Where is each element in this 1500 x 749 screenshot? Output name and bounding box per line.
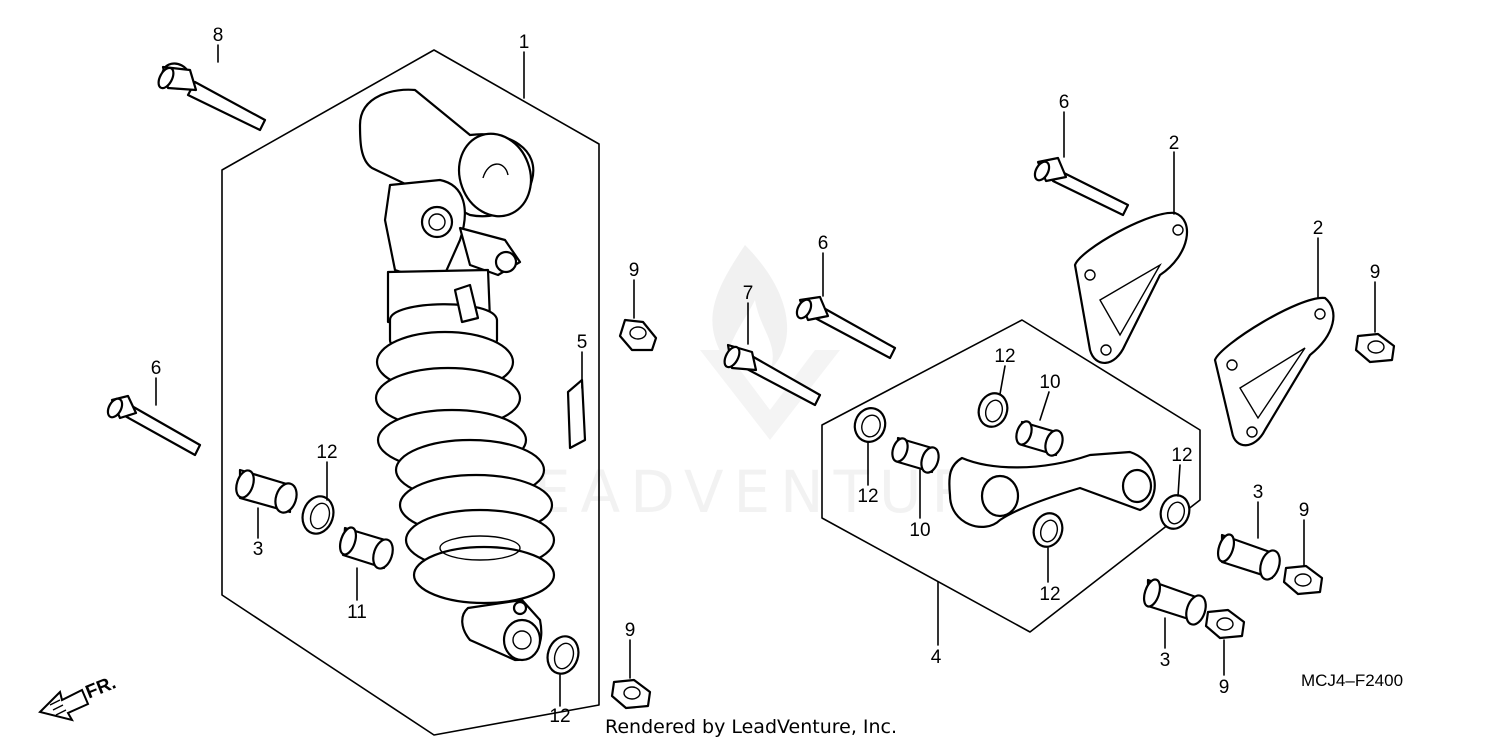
callout-12-lower: 12 bbox=[549, 706, 570, 727]
link-plate-2-lower bbox=[1213, 296, 1335, 447]
callout-11: 11 bbox=[347, 602, 367, 623]
collar-10-link-a bbox=[891, 436, 940, 474]
callout-6-left: 6 bbox=[151, 358, 162, 379]
bolt-6-right bbox=[1033, 156, 1130, 217]
callout-3-right-upper: 3 bbox=[1253, 482, 1264, 503]
callout-12-left: 12 bbox=[316, 442, 337, 463]
callout-3-right-lower: 3 bbox=[1160, 650, 1171, 671]
callout-9-right: 9 bbox=[1370, 262, 1381, 283]
bearing-12-left bbox=[301, 495, 335, 535]
callout-1: 1 bbox=[519, 32, 530, 53]
bearing-12-link-b bbox=[977, 392, 1009, 428]
callout-5: 5 bbox=[577, 332, 588, 353]
callout-12-link-b: 12 bbox=[994, 346, 1015, 367]
bolt-7 bbox=[723, 343, 822, 407]
link-plate-2-upper bbox=[1073, 211, 1189, 364]
callout-2-lower: 2 bbox=[1313, 218, 1324, 239]
nut-9-right-lower-b bbox=[1204, 608, 1246, 640]
cushion-link-4 bbox=[948, 450, 1156, 528]
group-outline-1 bbox=[221, 49, 600, 736]
callout-6-right: 6 bbox=[1059, 92, 1070, 113]
callout-7: 7 bbox=[743, 283, 754, 304]
callouts: 1 8 6 12 3 11 5 9 9 12 6 7 6 2 2 9 12 10… bbox=[151, 25, 1381, 727]
callout-4: 4 bbox=[931, 647, 942, 668]
leadventure-watermark-logo: LEADVENTURE bbox=[492, 245, 1029, 526]
rendered-by-credit: Rendered by LeadVenture, Inc. bbox=[605, 716, 898, 738]
collar-3-right-lower bbox=[1142, 578, 1207, 626]
watermark-text: LEADVENTURE bbox=[492, 458, 1029, 526]
collar-3-left bbox=[235, 468, 298, 514]
bearing-12-link-a bbox=[853, 407, 887, 443]
caution-label-5 bbox=[566, 378, 587, 450]
bolt-8 bbox=[157, 62, 267, 132]
nut-9-upper bbox=[618, 318, 658, 352]
callout-9-right-lower-b: 9 bbox=[1219, 677, 1230, 698]
bearing-12-link-c bbox=[1159, 494, 1191, 530]
collar-3-right-upper bbox=[1216, 533, 1281, 581]
nut-9-right-lower-a bbox=[1282, 564, 1324, 596]
leader-lines bbox=[155, 44, 1376, 707]
callout-12-link-d: 12 bbox=[1039, 584, 1060, 605]
bolt-6-left bbox=[106, 394, 202, 457]
callout-10-link-a: 10 bbox=[909, 520, 930, 541]
nut-9-right bbox=[1354, 332, 1396, 364]
front-direction-arrow: FR. bbox=[38, 672, 119, 722]
callout-8: 8 bbox=[213, 25, 224, 46]
bearing-12-link-d bbox=[1032, 512, 1064, 548]
callout-9-right-lower-a: 9 bbox=[1299, 500, 1310, 521]
diagram-code: MCJ4–F2400 bbox=[1301, 671, 1403, 690]
callout-2-upper: 2 bbox=[1169, 133, 1180, 154]
callout-10-link-b: 10 bbox=[1039, 372, 1060, 393]
bearing-12-lower bbox=[546, 635, 580, 675]
rear-shock-absorber bbox=[358, 88, 556, 662]
front-label: FR. bbox=[83, 672, 119, 703]
bolt-6-middle bbox=[795, 295, 897, 360]
group-outline-4 bbox=[821, 319, 1201, 633]
callout-12-link-c: 12 bbox=[1171, 445, 1192, 466]
callout-3-left: 3 bbox=[253, 539, 264, 560]
callout-9-upper: 9 bbox=[629, 260, 640, 281]
nut-9-lower bbox=[610, 678, 652, 710]
callout-9-lower: 9 bbox=[625, 620, 636, 641]
callout-12-link-a: 12 bbox=[857, 486, 878, 507]
collar-10-link-b bbox=[1015, 420, 1064, 457]
callout-6-middle: 6 bbox=[818, 233, 829, 254]
bearing-11 bbox=[338, 526, 394, 570]
